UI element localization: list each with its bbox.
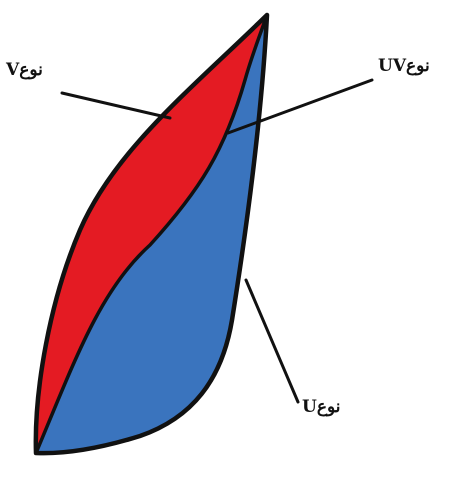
label-u-type: Uنوع bbox=[302, 397, 341, 417]
leader-line-v bbox=[62, 93, 170, 118]
label-uv-type: UVنوع bbox=[378, 56, 430, 76]
label-v-type: Vنوع bbox=[6, 60, 43, 80]
leader-line-u bbox=[246, 280, 298, 402]
